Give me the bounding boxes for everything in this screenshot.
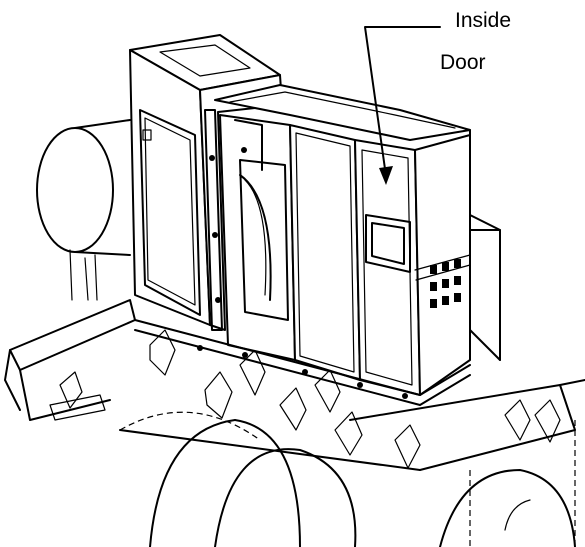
side-vent-array xyxy=(430,259,461,308)
left-cabinet xyxy=(129,34,283,331)
chiller-base-frame xyxy=(4,119,585,547)
callout-label-line-2: Door xyxy=(440,51,486,74)
arrow-icon xyxy=(364,26,441,185)
touchscreen-display-icon xyxy=(365,214,411,273)
callout-label-line-1: Inside xyxy=(455,9,512,32)
